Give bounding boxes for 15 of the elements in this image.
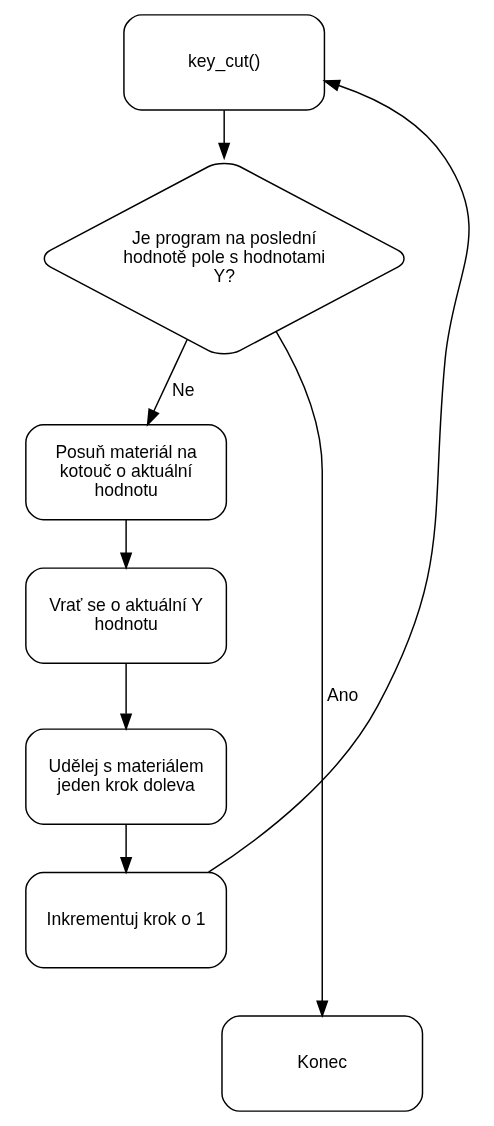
- node-box: key_cut(): [122, 14, 325, 111]
- arrow: [119, 823, 132, 875]
- node-box: Udělej s materiálem jeden krok doleva: [24, 728, 227, 825]
- arrow: [207, 79, 470, 873]
- arrow: [119, 662, 132, 731]
- node-box: Posuň materiál na kotouč o aktuální hodnotu: [24, 423, 227, 521]
- edge-label: Ano: [326, 684, 358, 705]
- arrow: [119, 519, 132, 571]
- node-box: Vrať se o aktuální Y hodnotu: [24, 567, 227, 664]
- arrow: [274, 330, 328, 1019]
- node-box: Konec: [220, 1015, 423, 1112]
- edge-label: Ne: [171, 380, 194, 401]
- arrow: [217, 109, 230, 161]
- arrow: [146, 338, 188, 427]
- node-box: Inkrementuj krok o 1: [24, 871, 227, 969]
